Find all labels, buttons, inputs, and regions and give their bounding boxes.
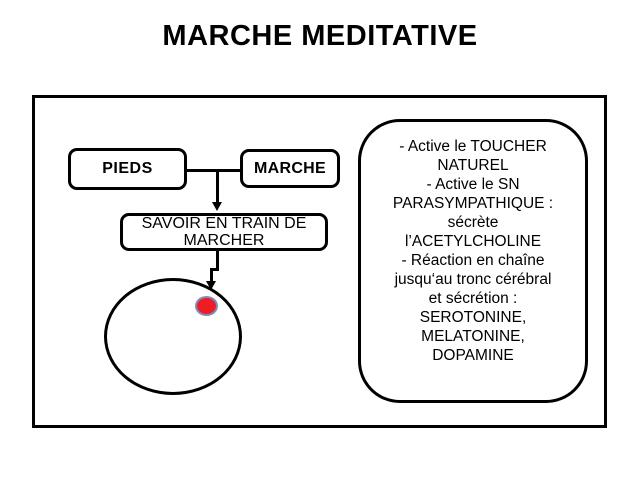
panel-text-line: DOPAMINE (432, 347, 514, 364)
panel-text-line: l’ACETYLCHOLINE (404, 233, 542, 250)
arrowhead-down-icon (206, 281, 216, 290)
elbow-arrow-segment (210, 268, 213, 283)
arrowhead-down-icon (212, 202, 222, 211)
red-dot (195, 296, 218, 316)
node-savoir-line: MARCHER (183, 232, 265, 249)
panel-text-line: - Active le SN (426, 176, 520, 193)
panel-text-line: - Réaction en chaîne (401, 252, 545, 269)
node-pieds: PIEDS (68, 148, 187, 190)
panel-text-line: NATUREL (437, 157, 509, 174)
connector-pieds-marche (187, 169, 240, 172)
panel-text-line: - Active le TOUCHER (399, 138, 547, 155)
panel-text-line: PARASYMPATHIQUE : (392, 195, 554, 212)
slide-title: MARCHE MEDITATIVE (162, 20, 478, 52)
panel-text-line: SEROTONINE, (419, 309, 527, 326)
node-marche: MARCHE (240, 149, 340, 188)
panel-text-line: sécrète (447, 214, 499, 231)
node-marche-label: MARCHE (253, 159, 327, 177)
elbow-arrow-segment (210, 268, 219, 271)
panel-text-line: jusqu‘au tronc cérébral (394, 271, 552, 288)
info-panel: - Active le TOUCHER NATUREL - Active le … (358, 119, 588, 403)
head-ellipse (104, 278, 242, 395)
panel-text-line: et sécrétion : (428, 290, 518, 307)
connector-down-to-savoir (216, 169, 219, 203)
elbow-arrow-segment (216, 250, 219, 271)
node-savoir: SAVOIR EN TRAIN DE MARCHER (120, 213, 328, 251)
node-pieds-label: PIEDS (102, 160, 153, 177)
panel-text-line: MELATONINE, (421, 328, 525, 345)
node-savoir-line: SAVOIR EN TRAIN DE (141, 215, 307, 232)
